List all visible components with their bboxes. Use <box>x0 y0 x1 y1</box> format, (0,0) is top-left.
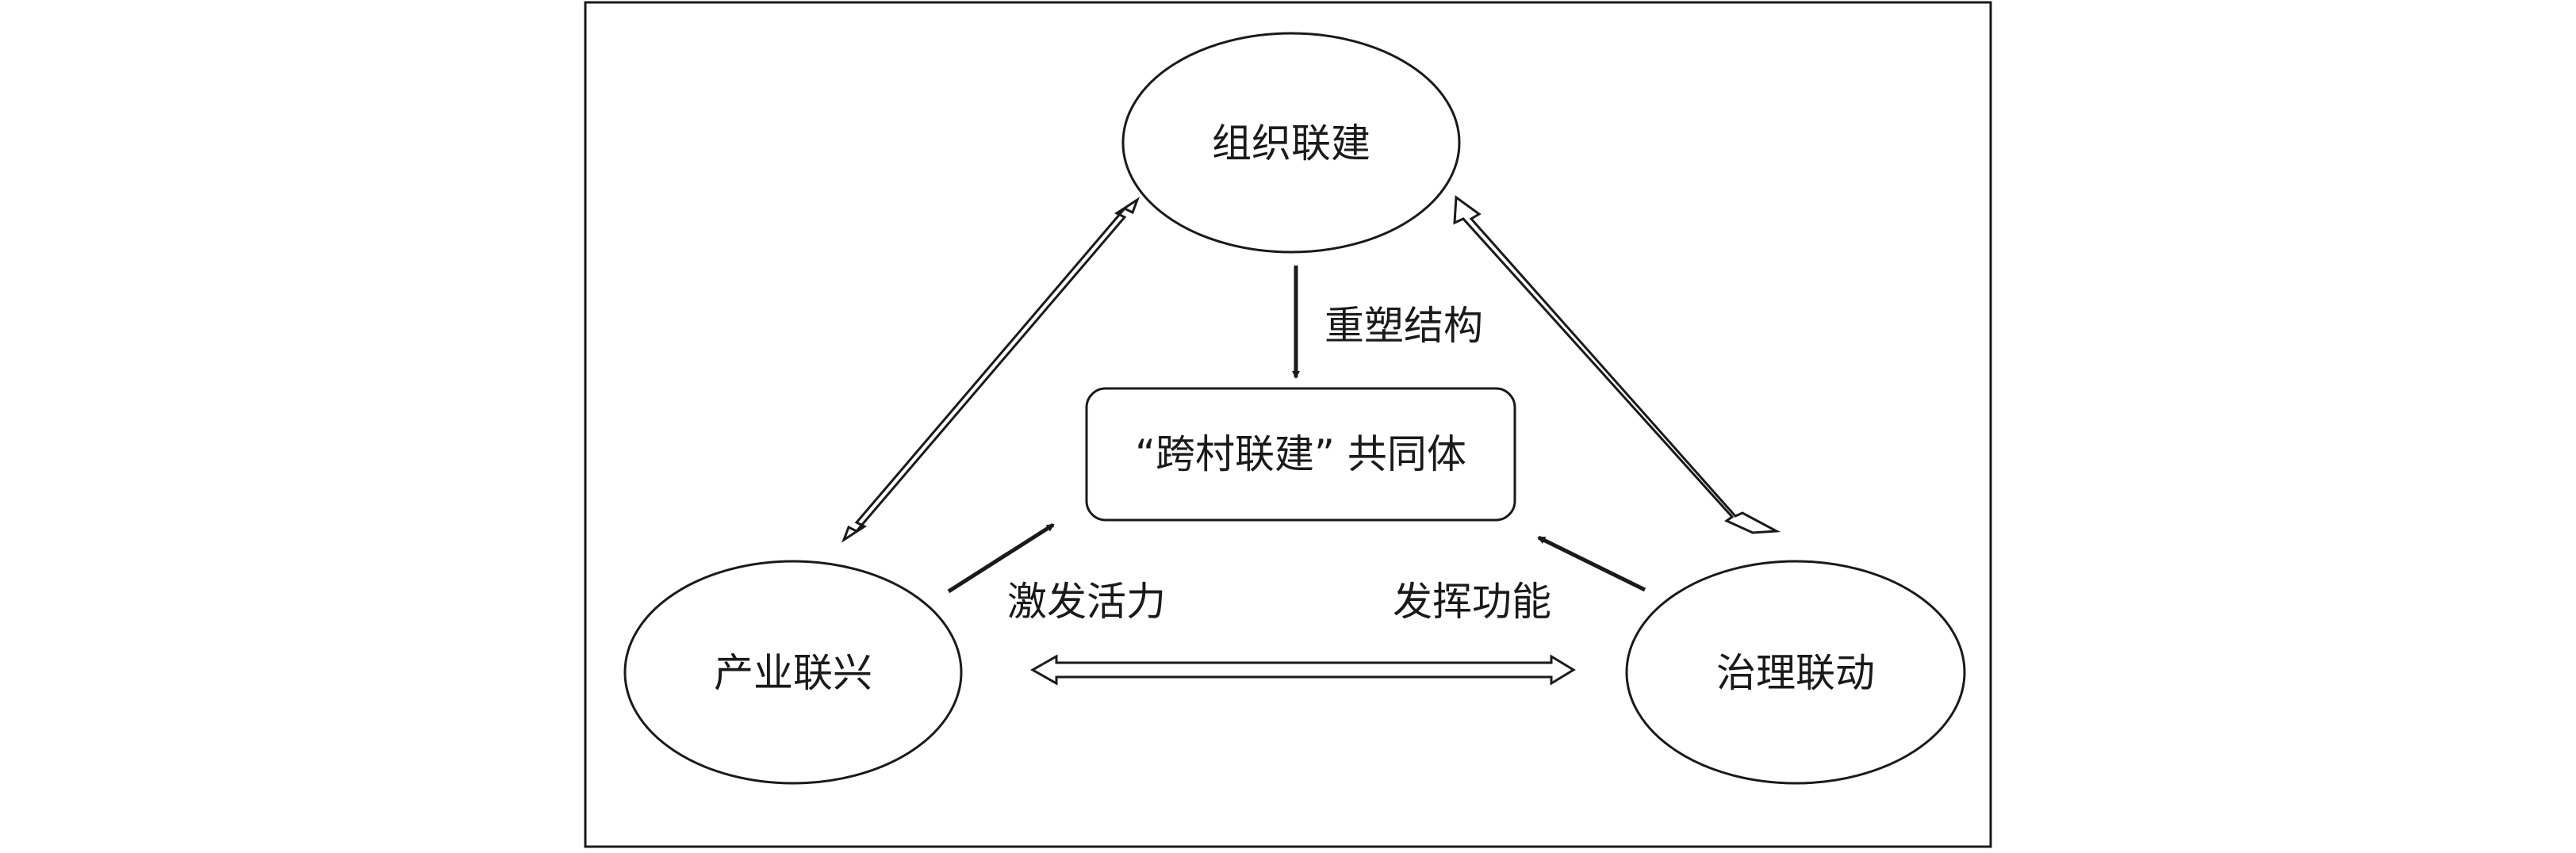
node-top-label: 组织联建 <box>1212 120 1370 166</box>
node-top-ellipse <box>1121 32 1461 254</box>
arrow-left-to-center <box>947 522 1055 594</box>
node-right-label: 治理联动 <box>1716 650 1875 696</box>
node-left-label: 产业联兴 <box>714 650 872 696</box>
arrow-right-to-center <box>1537 535 1646 592</box>
edge-label-left: 激发活力 <box>1007 579 1166 625</box>
edge-label-right: 发挥功能 <box>1393 579 1551 625</box>
double-arrow-bottom <box>1029 654 1576 686</box>
double-arrow-top-left <box>841 197 1140 543</box>
node-left-ellipse <box>623 560 963 785</box>
double-arrow-top-right <box>1453 195 1781 534</box>
node-center-box <box>1085 387 1516 522</box>
edge-label-top: 重塑结构 <box>1324 303 1483 349</box>
node-center-label: “跨村联建” 共同体 <box>1135 431 1466 477</box>
node-right-ellipse <box>1625 560 1966 785</box>
